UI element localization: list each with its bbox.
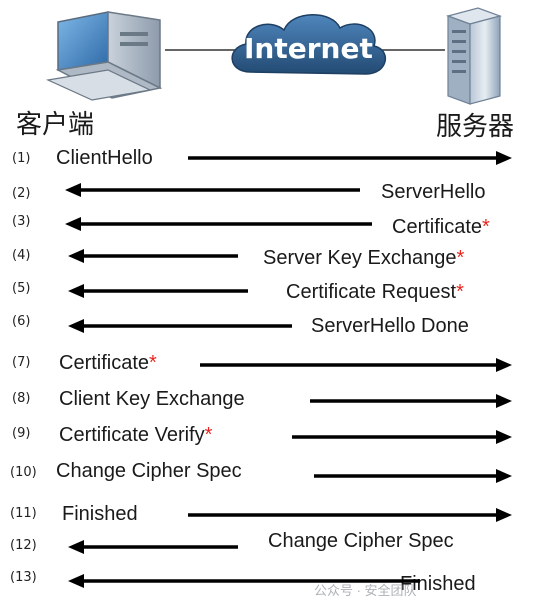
step-number: (7) (12, 355, 31, 370)
message-label: ClientHello (56, 147, 153, 169)
message-label: Certificate Verify* (59, 424, 213, 446)
message-label: Certificate* (59, 352, 157, 374)
arrow-head-left (68, 540, 84, 554)
message-label: Finished (62, 503, 138, 525)
step-number: (4) (12, 248, 31, 263)
watermark: 公众号 · 安全团队 (314, 583, 417, 598)
arrow-head-left (68, 249, 84, 263)
arrow-head-left (68, 284, 84, 298)
arrow-head-left (68, 319, 84, 333)
message-label: ServerHello Done (311, 315, 469, 337)
step-number: (13) (10, 570, 37, 585)
arrow-head-right (496, 358, 512, 372)
arrow-head-left (68, 574, 84, 588)
arrow-head-right (496, 151, 512, 165)
step-number: (1) (12, 151, 31, 166)
message-label: Finished (400, 573, 476, 595)
message-label: Client Key Exchange (59, 388, 245, 410)
step-number: (5) (12, 281, 31, 296)
arrow-head-right (496, 430, 512, 444)
message-label: ServerHello (381, 181, 486, 203)
computer-icon (45, 11, 163, 101)
client-label: 客户端 (16, 110, 95, 140)
arrow-head-left (65, 183, 81, 197)
internet-label: Internet (244, 32, 373, 65)
step-number: (3) (12, 214, 31, 229)
server-label: 服务器 (436, 112, 515, 142)
arrow-head-left (65, 217, 81, 231)
step-number: (11) (10, 506, 37, 521)
step-number: (2) (12, 186, 31, 201)
arrow-head-right (496, 394, 512, 408)
message-label: Server Key Exchange* (263, 247, 465, 269)
internet-cloud-icon (231, 14, 387, 75)
message-label: Change Cipher Spec (268, 530, 454, 552)
message-label: Change Cipher Spec (56, 460, 242, 482)
step-number: (12) (10, 538, 37, 553)
step-number: (9) (12, 426, 31, 441)
arrow-head-right (496, 508, 512, 522)
step-number: (10) (10, 465, 37, 480)
step-number: (6) (12, 314, 31, 329)
server-icon (446, 7, 502, 105)
step-number: (8) (12, 391, 31, 406)
arrow-head-right (496, 469, 512, 483)
message-label: Certificate* (392, 216, 490, 238)
message-label: Certificate Request* (286, 281, 464, 303)
